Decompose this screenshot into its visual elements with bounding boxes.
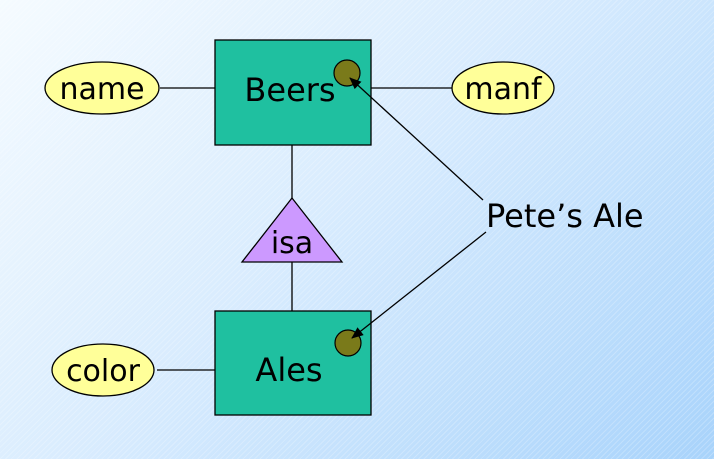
isa-triangle: [240, 196, 344, 263]
color-attribute-label: color: [66, 354, 141, 389]
ales-entity-label: Ales: [255, 351, 322, 389]
petes-ale-to-ales-arrow: [351, 231, 487, 339]
petes-ale-to-beers-arrow: [349, 77, 484, 201]
beers-instance-dot: [333, 59, 361, 87]
name-attribute-label: name: [59, 72, 144, 107]
name-attribute: [44, 61, 160, 115]
beers-entity-label: Beers: [244, 71, 335, 109]
color-attribute: [51, 343, 155, 397]
beers-entity: [214, 39, 372, 146]
isa-label: isa: [271, 226, 313, 261]
petes-ale-label: Pete’s Ale: [486, 197, 644, 235]
ales-entity: [214, 310, 372, 416]
manf-attribute-label: manf: [464, 72, 543, 107]
manf-attribute: [451, 61, 555, 115]
